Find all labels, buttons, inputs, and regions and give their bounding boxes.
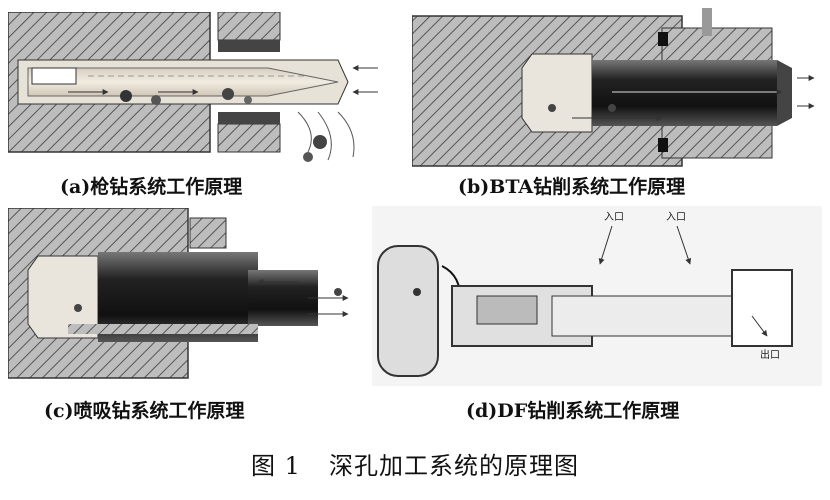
caption-b: (b)BTA钻削系统工作原理: [458, 176, 686, 198]
panel-a-diagram: [7, 11, 388, 170]
df-drill-illustration: 入口 入口 出口: [372, 206, 822, 386]
figure-title-text: 深孔加工系统的原理图: [328, 452, 579, 480]
panel-d-diagram: 入口 入口 出口: [372, 206, 822, 386]
caption-a: (a)枪钻系统工作原理: [60, 176, 243, 198]
bta-drill-illustration: [411, 8, 815, 167]
figure-title: 图 1 深孔加工系统的原理图: [0, 446, 830, 481]
inlet-label-2: 入口: [666, 212, 686, 223]
panel-b-diagram: [411, 8, 817, 170]
inlet-label-1: 入口: [604, 212, 624, 223]
figure-number: 图 1: [251, 452, 301, 480]
caption-d: (d)DF钻削系统工作原理: [466, 400, 680, 422]
panel-c-diagram: [7, 207, 388, 384]
ejector-drill-illustration: [7, 207, 349, 379]
caption-c: (c)喷吸钻系统工作原理: [44, 400, 245, 422]
gun-drill-illustration: [7, 11, 378, 162]
outlet-label: 出口: [760, 348, 780, 361]
